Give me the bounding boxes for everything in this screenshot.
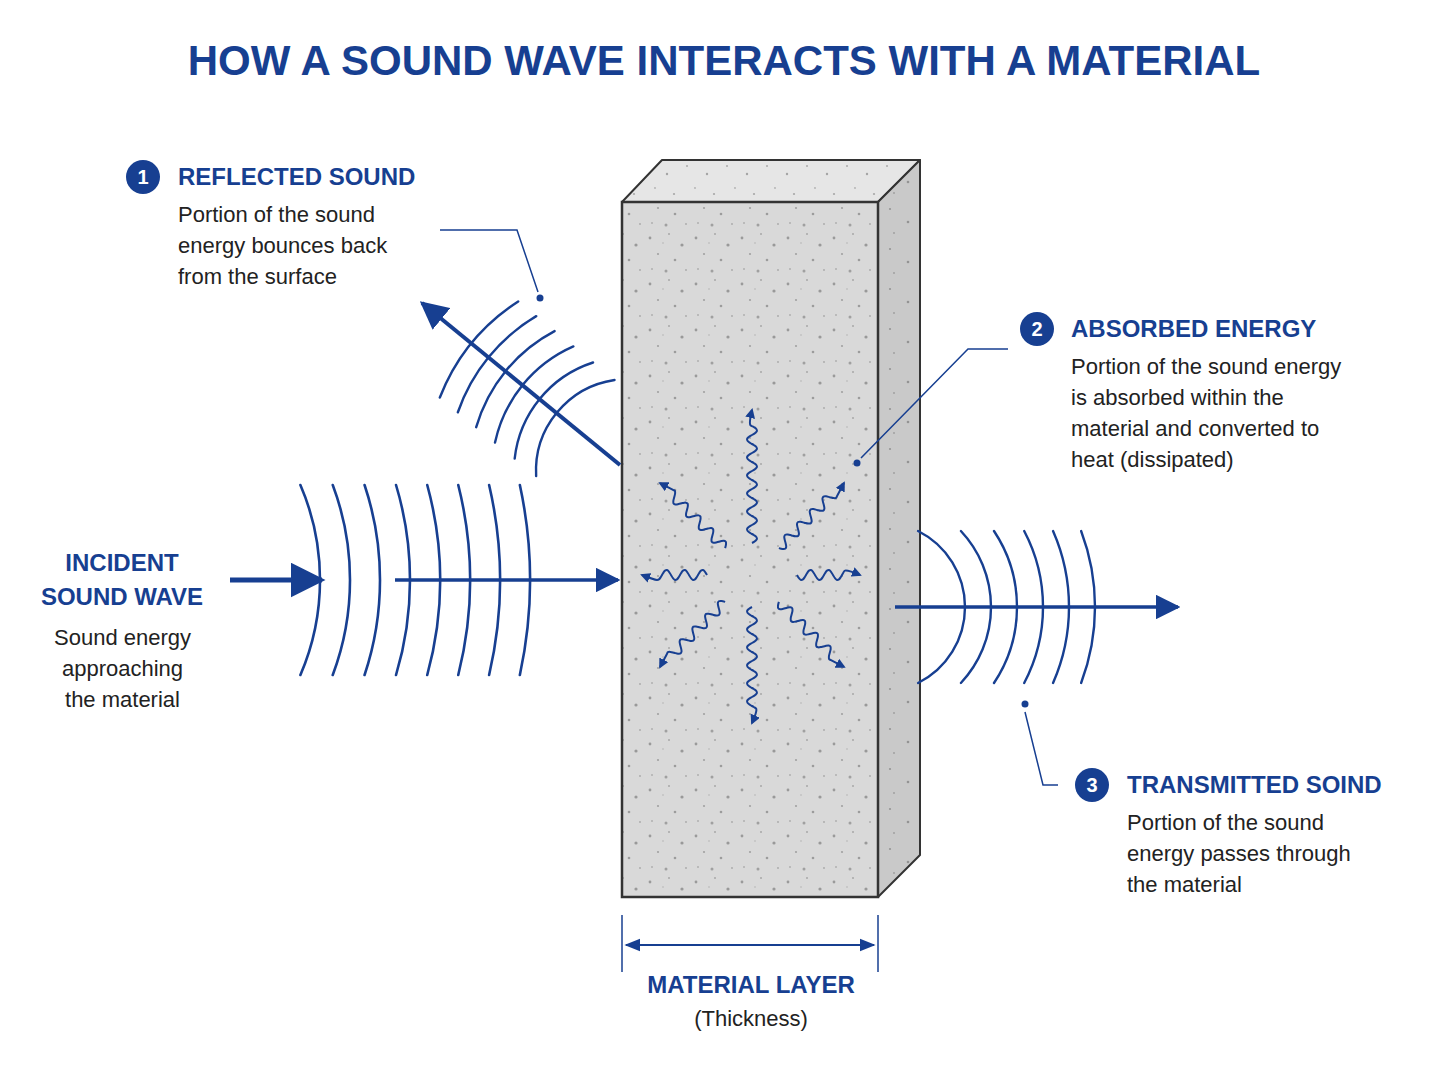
heat-arrow — [660, 601, 725, 667]
wavefront-arc — [1053, 531, 1069, 683]
incident-arrow — [230, 578, 322, 583]
leader-lines — [440, 230, 1058, 785]
incident-heading: INCIDENT SOUND WAVE — [27, 546, 217, 614]
wavefront-arc — [961, 531, 991, 683]
wavefront-arc — [396, 485, 410, 675]
callout-circle: 1 — [126, 160, 160, 194]
dimension-note: (Thickness) — [601, 1003, 901, 1034]
wavefront-arc — [476, 331, 554, 427]
callout-description: Portion of the sound energy passes throu… — [1127, 807, 1377, 900]
callout-heading: ABSORBED ENERGY — [1071, 312, 1411, 346]
leader-dot — [537, 295, 544, 302]
wavefront-arc — [458, 316, 536, 412]
wavefront-arc — [489, 485, 500, 675]
leader-dot — [1022, 701, 1029, 708]
callout-circle: 2 — [1020, 312, 1054, 346]
diagram-title: HOW A SOUND WAVE INTERACTS WITH A MATERI… — [0, 36, 1448, 86]
wavefront-arc — [536, 380, 615, 476]
callout-number: 1 — [137, 166, 148, 189]
wavefront-arc — [495, 346, 573, 442]
heat-arrow — [660, 483, 726, 548]
dimension-label: MATERIAL LAYER — [551, 968, 951, 1002]
wavefront-arc — [440, 301, 518, 397]
thickness-dimension — [622, 915, 878, 972]
wavefront-arc — [1024, 531, 1043, 683]
callout-number: 2 — [1031, 318, 1042, 341]
wavefront-arc — [333, 485, 350, 675]
reflected-arrow — [422, 303, 620, 465]
incident-description: Sound energy approaching the material — [45, 622, 200, 715]
callout-number: 3 — [1086, 774, 1097, 797]
callout-circle: 3 — [1075, 768, 1109, 802]
callout-heading: REFLECTED SOUND — [178, 160, 498, 194]
heat-arrow — [778, 602, 844, 667]
wavefront-arc — [365, 485, 380, 675]
wavefronts — [300, 301, 1095, 683]
leader-dot — [854, 460, 861, 467]
material-block — [622, 160, 920, 897]
incident-arrow — [395, 578, 618, 582]
wavefront-arc — [918, 531, 965, 683]
wavefront-arc — [1081, 531, 1095, 683]
wavefront-arc — [458, 485, 470, 675]
transmitted-arrow — [895, 605, 1178, 609]
wavefront-arc — [520, 485, 530, 675]
wavefront-arc — [300, 485, 320, 675]
heat-arrow — [747, 410, 757, 543]
heat-arrow — [797, 570, 860, 580]
heat-arrow — [642, 570, 707, 580]
wavefront-arc — [994, 531, 1017, 683]
wavefront-arc — [515, 362, 593, 458]
heat-arrow — [747, 607, 757, 723]
heat-arrow — [779, 483, 844, 549]
callout-heading: TRANSMITTED SOIND — [1127, 768, 1437, 802]
wavefront-arc — [427, 485, 440, 675]
callout-description: Portion of the sound energy bounces back… — [178, 199, 413, 292]
heat-arrows — [642, 410, 860, 723]
callout-description: Portion of the sound energy is absorbed … — [1071, 351, 1361, 475]
